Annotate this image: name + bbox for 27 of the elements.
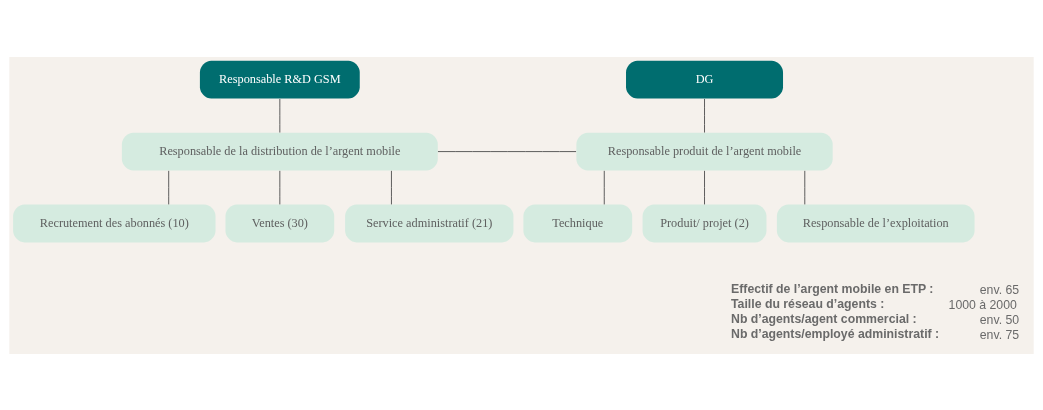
connector [804, 169, 806, 205]
connector [279, 169, 281, 205]
label: env. 65 [979, 282, 1020, 297]
connector [704, 169, 705, 205]
label: Nb d’agents/employé administratif : [731, 326, 940, 341]
label: Nb d’agents/agent commercial : [731, 311, 917, 326]
node-box: Responsable de l’exploitation [776, 204, 975, 242]
label: Effectif de l’argent mobile en ETP : [731, 281, 934, 296]
node-box: Service administratif (21) [345, 204, 514, 242]
label: 1000 à 2000 [948, 297, 1017, 312]
node-box: Responsable R&D GSM [199, 60, 360, 99]
node-box: Technique [523, 204, 633, 242]
connector [437, 150, 577, 152]
node-box: Recrutement des abonnés (10) [13, 204, 216, 242]
node-box: DG [626, 60, 784, 99]
connector [279, 98, 281, 133]
connector [603, 169, 605, 205]
node-box: Responsable produit de l’argent mobile [576, 132, 833, 170]
label: Taille du réseau d’agents : [731, 296, 885, 311]
label: env. 50 [979, 312, 1020, 327]
connector [168, 169, 170, 205]
node-box: Ventes (30) [225, 204, 335, 242]
label: env. 75 [979, 327, 1020, 342]
node-box: Responsable de la distribution de l’argent mobile [121, 132, 438, 170]
connector [390, 169, 392, 205]
connector [704, 98, 705, 133]
node-box: Produit/ projet (2) [642, 204, 767, 242]
